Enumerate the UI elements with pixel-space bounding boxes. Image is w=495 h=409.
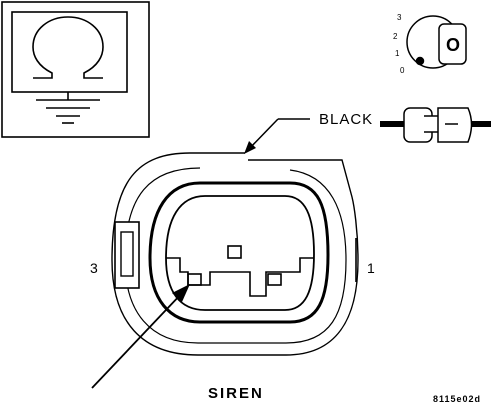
key-position-3: 3 <box>397 13 402 22</box>
wire-color-leader <box>246 118 310 152</box>
pin-label-left: 3 <box>90 260 98 276</box>
wire-color-arrowhead <box>244 141 256 154</box>
key-letter: O <box>446 35 460 55</box>
connector-pair-icon <box>380 107 491 143</box>
key-position-0: 0 <box>400 66 405 75</box>
key-position-1: 1 <box>395 49 400 58</box>
pin-label-right: 1 <box>367 260 375 276</box>
siren-symbol-icon <box>1 1 150 138</box>
key-position-2: 2 <box>393 32 398 41</box>
ignition-key-icon <box>406 15 467 69</box>
figure-code: 8115e02d <box>433 394 481 404</box>
connector-title: SIREN <box>208 385 264 402</box>
connector-body <box>111 152 359 356</box>
wire-color-label: BLACK <box>319 111 373 128</box>
cavity-pointer-arrowhead <box>172 284 190 302</box>
cavity-pointer-line <box>91 291 184 389</box>
